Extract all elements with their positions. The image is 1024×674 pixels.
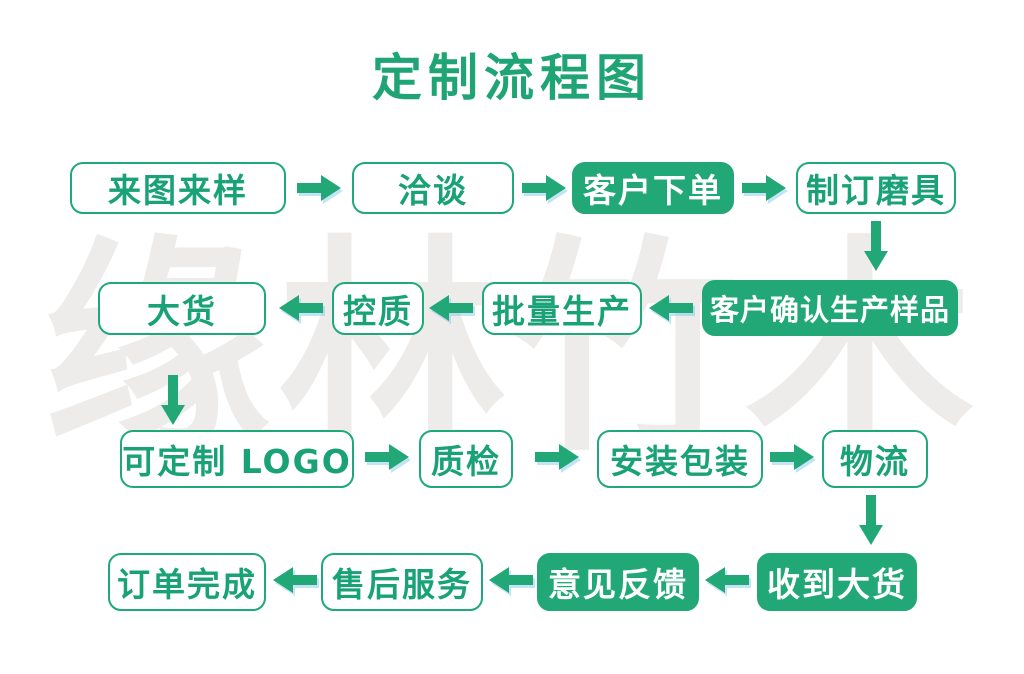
page-title: 定制流程图 [372,49,652,107]
node-assembly-packaging: 安装包装 [597,430,763,488]
arrow-down-icon [864,221,888,271]
node-label: 收到大货 [767,565,907,604]
node-label: 控质 [343,291,413,331]
node-label: 意见反馈 [548,565,688,604]
node-label: 洽谈 [398,171,468,210]
node-mold-making: 制订磨具 [796,162,956,214]
node-quality-inspection: 质检 [419,430,513,488]
arrow-left-icon [489,567,533,593]
arrow-left-icon [649,295,693,321]
node-label: 质检 [431,442,501,481]
node-mass-production: 批量生产 [482,282,642,335]
node-feedback: 意见反馈 [537,553,699,611]
node-negotiation: 洽谈 [352,162,514,214]
node-label: 来图来样 [108,171,248,210]
node-after-sales: 售后服务 [321,553,483,611]
arrow-left-icon [429,295,473,321]
arrow-right-icon [297,175,341,201]
node-label: 批量生产 [492,291,632,331]
node-label: 客户下单 [583,171,723,210]
arrow-left-icon [705,567,749,593]
node-receive-goods: 收到大货 [757,553,917,611]
node-label: 客户确认生产样品 [709,293,950,327]
node-quality-control: 控质 [332,282,424,335]
arrow-down-icon [161,375,185,425]
arrow-right-icon [535,444,579,470]
node-order-complete: 订单完成 [108,553,266,611]
node-bulk-goods: 大货 [98,282,266,335]
node-label: 制订磨具 [806,171,946,210]
arrow-left-icon [273,567,317,593]
arrow-down-icon [859,495,883,545]
arrow-right-icon [365,444,409,470]
arrow-right-icon [522,175,566,201]
node-label: 大货 [147,291,217,331]
arrow-left-icon [279,295,323,321]
node-label: 订单完成 [117,565,257,604]
arrow-right-icon [770,444,814,470]
node-label: 安装包装 [610,442,750,481]
node-label: 售后服务 [332,565,472,604]
node-sample-images: 来图来样 [70,162,286,214]
node-custom-logo: 可定制 LOGO [120,430,354,488]
node-label: 可定制 LOGO [122,442,352,481]
arrow-right-icon [742,175,786,201]
node-customer-order: 客户下单 [572,162,734,214]
node-logistics: 物流 [822,430,928,488]
node-label: 物流 [840,442,910,481]
node-customer-confirm-sample: 客户确认生产样品 [702,280,958,336]
